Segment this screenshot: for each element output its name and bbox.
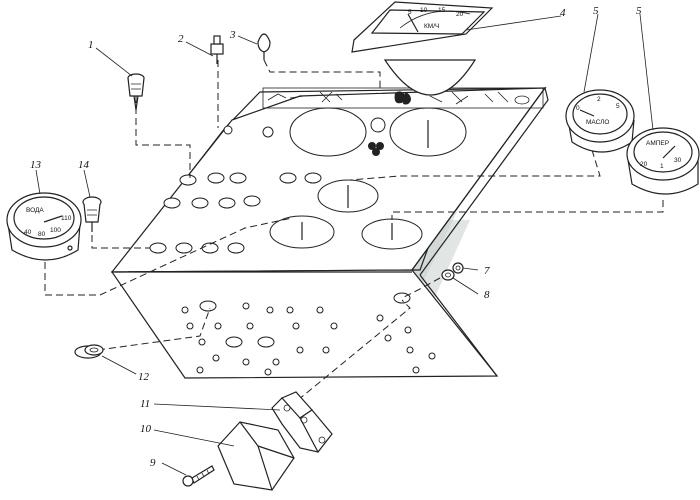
ammeter-tick-1: 1 [660, 163, 664, 170]
callout-5-ammeter: 5 [636, 5, 642, 17]
part-5-oil-gauge: 0 2 5 МАСЛО [565, 89, 635, 153]
part-4-speedometer: 5 10 15 20 КМ/Ч [351, 1, 494, 96]
callout-5-oil: 5 [593, 5, 599, 17]
aperture-speedometer [289, 107, 367, 157]
part-13-water-gauge: ВОДА 40 80 100 110 [6, 192, 82, 261]
callout-14: 14 [78, 159, 90, 171]
ammeter-label: АМПЕР [646, 140, 669, 147]
oil-tick-5: 5 [616, 103, 620, 110]
callout-13: 13 [30, 159, 42, 171]
part-12-grommet [74, 344, 104, 359]
water-tick-100: 100 [50, 227, 61, 234]
lower-panel-holes [181, 292, 436, 376]
part-1-switch [127, 73, 145, 111]
water-tick-80: 80 [38, 231, 46, 238]
callout-9: 9 [150, 457, 156, 469]
callout-4: 4 [560, 7, 566, 19]
part-11-bracket [271, 391, 333, 454]
callout-10: 10 [140, 423, 152, 435]
oil-label: МАСЛО [586, 119, 609, 126]
speedometer-unit: КМ/Ч [424, 23, 439, 30]
part-10-block [217, 421, 295, 491]
part-5-ammeter: АМПЕР 20 1 30 [626, 127, 700, 195]
callout-numbers: 1 2 3 4 5 5 13 14 7 8 12 11 10 9 [30, 5, 642, 469]
callout-7: 7 [484, 265, 490, 277]
speedometer-tick-15: 15 [438, 7, 446, 14]
speedometer-tick-20: 20 [456, 11, 464, 18]
part-9-screw [182, 465, 215, 487]
callout-1: 1 [88, 39, 94, 51]
water-label: ВОДА [26, 207, 44, 214]
leader-lines [35, 13, 654, 476]
ammeter-tick-30: 30 [674, 157, 682, 164]
ammeter-tick-20: 20 [640, 161, 648, 168]
oil-tick-2: 2 [597, 96, 601, 103]
part-8-washer [441, 269, 455, 281]
part-3-bulb [257, 33, 271, 60]
callout-2: 2 [178, 33, 184, 45]
callout-11: 11 [140, 398, 150, 410]
speedometer-tick-5: 5 [408, 9, 412, 16]
part-7-nut [452, 262, 464, 274]
water-tick-110: 110 [61, 215, 72, 222]
callout-8: 8 [484, 289, 490, 301]
indicator-symbols [267, 91, 530, 105]
callout-3: 3 [229, 29, 236, 41]
oil-tick-0: 0 [576, 105, 580, 112]
water-tick-40: 40 [24, 229, 32, 236]
speedometer-tick-10: 10 [420, 7, 428, 14]
dashboard-panel [110, 86, 549, 379]
callout-12: 12 [138, 371, 150, 383]
part-2-socket [210, 35, 224, 64]
indicator-strip [262, 87, 544, 109]
part-14-indicator-lamp [82, 196, 102, 232]
assembly-lines [44, 59, 664, 401]
switch-holes [149, 172, 322, 254]
clover-mark [368, 142, 384, 156]
